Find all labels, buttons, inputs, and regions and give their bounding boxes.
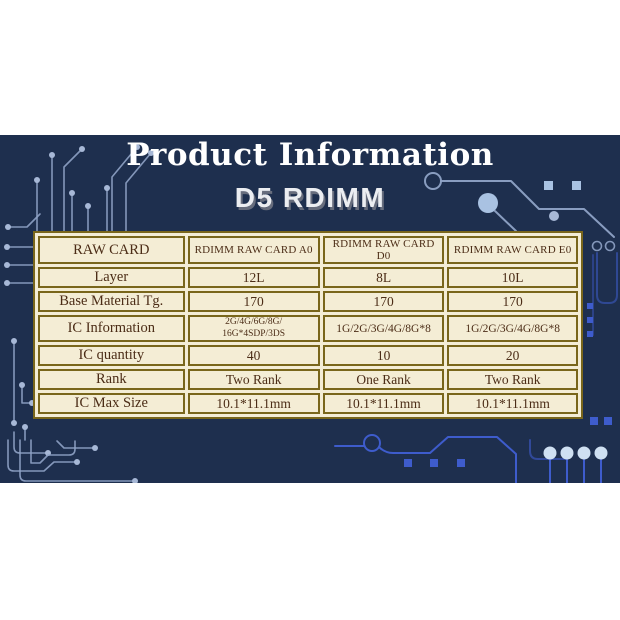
value-cell: 10.1*11.1mm bbox=[447, 393, 578, 414]
value-cell: 10.1*11.1mm bbox=[187, 393, 320, 414]
value-cell: 2G/4G/6G/8G/ 16G*4SDP/3DS bbox=[187, 315, 320, 342]
circuit-decoration-bottom-right bbox=[334, 434, 608, 483]
circuit-decoration-bottom-left bbox=[7, 424, 138, 483]
row-label-cell: IC Information bbox=[38, 315, 185, 342]
header-cell: RDIMM RAW CARD D0 bbox=[322, 236, 445, 264]
value-cell: 10.1*11.1mm bbox=[322, 393, 445, 414]
row-label-cell: Base Material Tg. bbox=[38, 291, 185, 312]
circuit-decoration-right-edge bbox=[587, 240, 618, 425]
value-cell: Two Rank bbox=[187, 369, 320, 390]
value-cell: 20 bbox=[447, 345, 578, 366]
value-cell: 170 bbox=[187, 291, 320, 312]
value-cell: 8L bbox=[322, 267, 445, 288]
header-cell: RDIMM RAW CARD A0 bbox=[187, 236, 320, 264]
value-cell: 1G/2G/3G/4G/8G*8 bbox=[322, 315, 445, 342]
circuit-background bbox=[4, 144, 618, 483]
circuit-decoration-top-left bbox=[5, 144, 154, 232]
value-cell: 12L bbox=[187, 267, 320, 288]
header-cell: RDIMM RAW CARD E0 bbox=[447, 236, 578, 264]
circuit-decoration-left bbox=[4, 244, 35, 426]
row-label-cell: IC quantity bbox=[38, 345, 185, 366]
subtitle: D5 RDIMM bbox=[234, 182, 386, 213]
value-cell: 10 bbox=[322, 345, 445, 366]
page-title: Product Information bbox=[126, 137, 494, 173]
value-cell: Two Rank bbox=[447, 369, 578, 390]
row-label-cell: RAW CARD bbox=[38, 236, 185, 264]
value-cell: 170 bbox=[322, 291, 445, 312]
value-cell: 40 bbox=[187, 345, 320, 366]
row-label-cell: Layer bbox=[38, 267, 185, 288]
row-label-cell: Rank bbox=[38, 369, 185, 390]
row-label-cell: IC Max Size bbox=[38, 393, 185, 414]
circuit-decoration-title-right bbox=[424, 172, 615, 238]
value-cell: 1G/2G/3G/4G/8G*8 bbox=[447, 315, 578, 342]
value-cell: 170 bbox=[447, 291, 578, 312]
value-cell: One Rank bbox=[322, 369, 445, 390]
value-cell: 10L bbox=[447, 267, 578, 288]
